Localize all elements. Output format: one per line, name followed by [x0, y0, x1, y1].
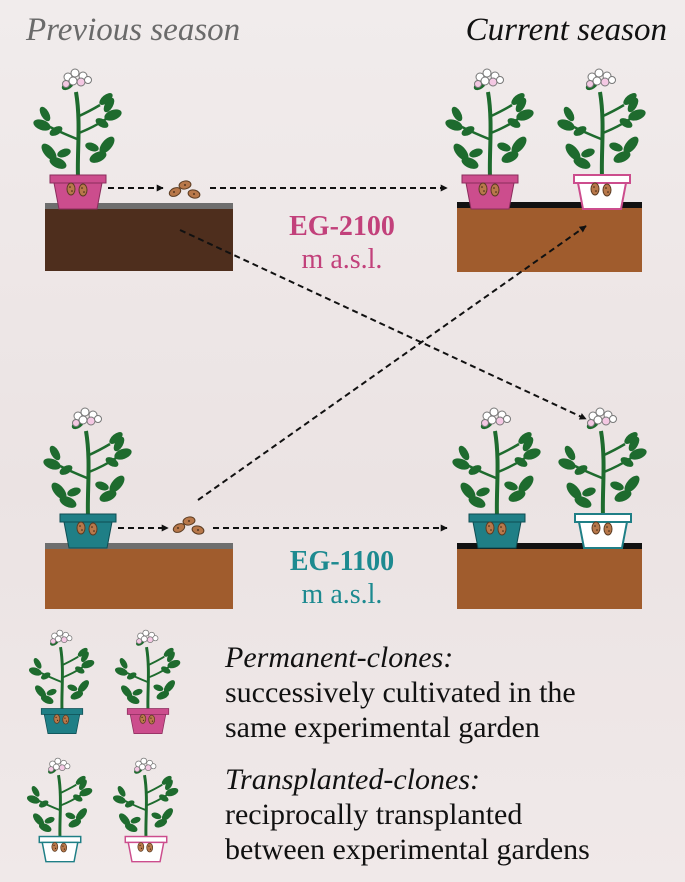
legend-icon-permanent-high — [112, 628, 183, 734]
site-label-low: EG-1100 m a.s.l. — [257, 545, 427, 611]
legend-permanent: Permanent-clones: successively cultivate… — [225, 640, 576, 745]
legend-transplanted: Transplanted-clones: reciprocally transp… — [225, 762, 590, 867]
legend-icon-transplanted-low — [24, 756, 95, 862]
soil-block-current-high — [457, 202, 642, 272]
arrow-low-to-high-transplant — [197, 225, 587, 501]
site-name-high: EG-2100 — [289, 211, 395, 242]
seed-tubers-low — [171, 515, 206, 536]
legend-permanent-line2: same experimental garden — [225, 711, 540, 744]
legend-transplanted-line1: reciprocally transplanted — [225, 798, 523, 831]
header-previous-season: Previous season — [26, 12, 241, 48]
seed-tubers-high — [167, 179, 202, 200]
soil-block-previous-high — [45, 203, 233, 271]
soil-block-previous-low — [45, 543, 233, 609]
arrow-high-to-low-transplant — [179, 229, 587, 420]
plant-current-low-permanent — [448, 406, 545, 548]
site-unit-high: m a.s.l. — [301, 244, 383, 275]
legend-permanent-line1: successively cultivated in the — [225, 676, 576, 709]
plant-current-high-transplanted — [553, 67, 650, 209]
legend-transplanted-line2: between experimental gardens — [225, 833, 590, 866]
plant-current-high-permanent — [441, 67, 538, 209]
plant-current-low-transplanted — [554, 406, 651, 548]
header-current-season: Current season — [465, 12, 667, 48]
legend-transplanted-title: Transplanted-clones: — [225, 763, 480, 796]
site-unit-low: m a.s.l. — [301, 579, 383, 610]
site-label-high: EG-2100 m a.s.l. — [257, 210, 427, 276]
legend-permanent-title: Permanent-clones: — [225, 641, 454, 674]
legend-icon-permanent-low — [26, 628, 97, 734]
site-name-low: EG-1100 — [289, 546, 395, 577]
legend-icon-transplanted-high — [110, 756, 181, 862]
soil-block-current-low — [457, 543, 642, 609]
